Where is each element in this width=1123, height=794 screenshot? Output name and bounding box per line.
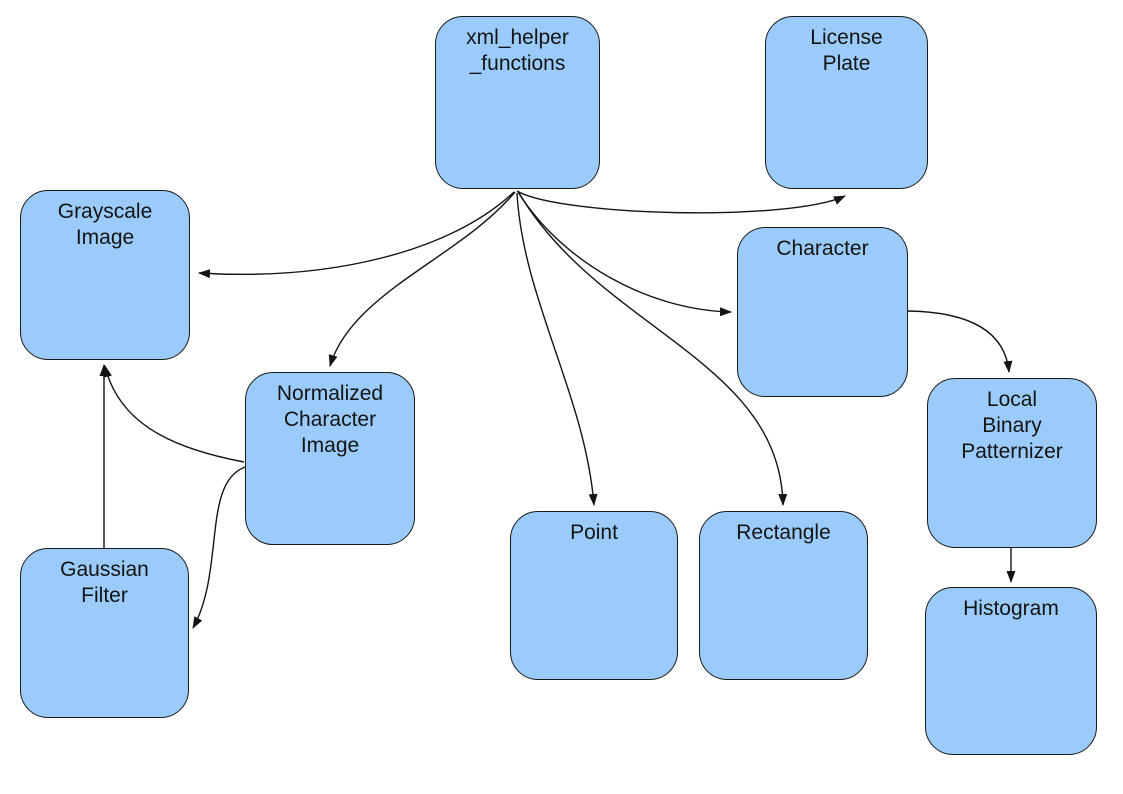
node-label-license-plate: License Plate [810,26,883,75]
node-license-plate[interactable]: License Plate [765,16,928,189]
node-label-point: Point [570,521,618,544]
node-label-local-binary-patternizer: Local Binary Patternizer [961,388,1063,463]
node-label-gaussian-filter: Gaussian Filter [60,558,149,607]
node-xml-helper-functions[interactable]: xml_helper _functions [435,16,600,189]
node-point[interactable]: Point [510,511,678,680]
edge-character-to-local-binary-patternizer [907,310,1013,373]
node-label-grayscale-image: Grayscale Image [57,200,153,249]
edge-xml-helper-functions-to-normalized-character-image [328,191,516,367]
node-local-binary-patternizer[interactable]: Local Binary Patternizer [927,378,1097,548]
node-grayscale-image[interactable]: Grayscale Image [20,190,190,360]
node-label-histogram: Histogram [963,597,1059,620]
edge-xml-helper-functions-to-license-plate [516,190,846,214]
node-label-character: Character [776,237,869,260]
node-normalized-character-image[interactable]: Normalized Character Image [245,372,415,545]
edge-xml-helper-functions-to-character [517,191,732,317]
edge-normalized-character-image-to-gaussian-filter [192,466,246,629]
node-label-xml-helper-functions: xml_helper _functions [466,26,569,75]
node-label-normalized-character-image: Normalized Character Image [276,382,384,457]
edge-xml-helper-functions-to-rectangle [518,192,788,506]
edge-normalized-character-image-to-grayscale-image [103,365,245,463]
node-label-rectangle: Rectangle [736,521,831,544]
node-character[interactable]: Character [737,227,908,397]
node-histogram[interactable]: Histogram [925,587,1097,755]
edge-xml-helper-functions-to-point [516,192,598,506]
edge-xml-helper-functions-to-grayscale-image [198,191,515,279]
node-gaussian-filter[interactable]: Gaussian Filter [20,548,189,718]
node-rectangle[interactable]: Rectangle [699,511,868,680]
